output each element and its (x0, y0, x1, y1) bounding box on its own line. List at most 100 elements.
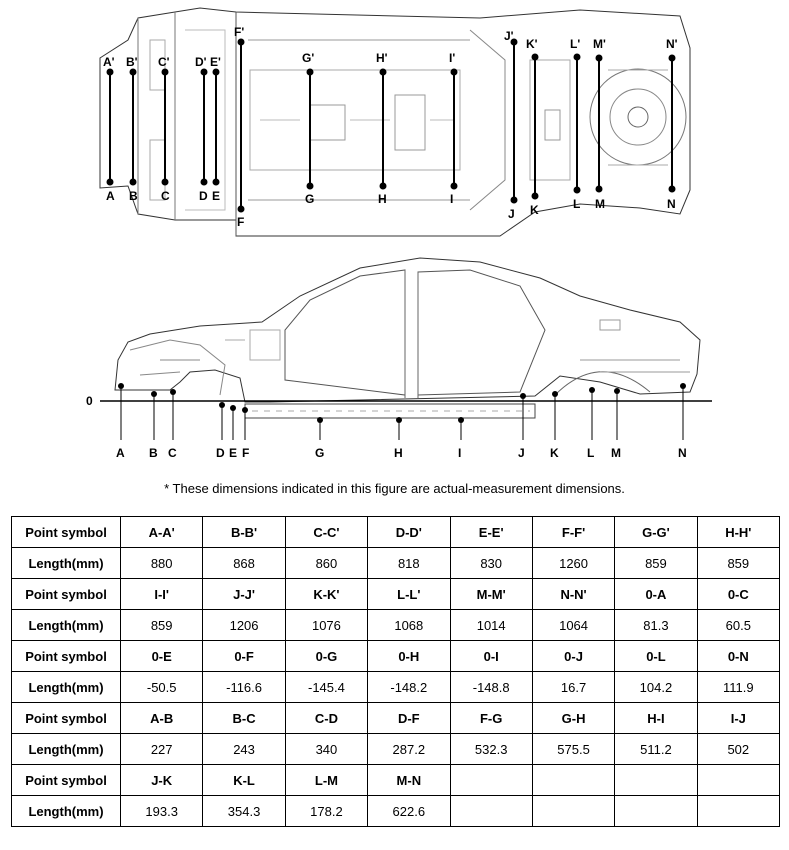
top-label-m: M (595, 197, 605, 211)
length-header: Length(mm) (11, 609, 121, 641)
table-cell: J-K (119, 764, 204, 796)
underbody-top-view-diagram: A' B' C' D' E' F' G' H' I' J' K' L' M' N… (99, 7, 691, 237)
table-cell: H-I (614, 702, 698, 734)
top-label-a: A (106, 189, 115, 203)
side-label-e: E (229, 446, 237, 460)
table-cell: 859 (696, 547, 781, 579)
length-header: Length(mm) (11, 795, 121, 827)
datum-zero-label: 0 (86, 394, 93, 408)
length-header: Length(mm) (11, 733, 121, 765)
table-row: Point symbol 0-E 0-F 0-G 0-H 0-I 0-J 0-L… (11, 640, 781, 672)
table-cell: L-L' (367, 578, 451, 610)
table-cell: F-F' (531, 516, 616, 548)
top-label-d-prime: D' (195, 55, 207, 69)
table-cell: C-D (284, 702, 369, 734)
table-cell: 1064 (531, 609, 616, 641)
top-label-j-prime: J' (504, 29, 514, 43)
side-label-k: K (550, 446, 559, 460)
length-header: Length(mm) (11, 671, 121, 703)
top-label-l-prime: L' (570, 37, 580, 51)
table-cell: C-C' (284, 516, 369, 548)
table-cell: 178.2 (284, 795, 369, 827)
table-cell: 287.2 (367, 733, 451, 765)
dimension-table: Point symbol A-A' B-B' C-C' D-D' E-E' F-… (11, 516, 781, 827)
point-symbol-header: Point symbol (11, 640, 121, 672)
top-label-f-prime: F' (234, 25, 244, 39)
top-label-c: C (161, 189, 170, 203)
table-cell: -148.2 (367, 671, 451, 703)
table-cell (696, 764, 781, 796)
point-symbol-header: Point symbol (11, 578, 121, 610)
table-cell: 859 (119, 609, 204, 641)
top-label-h: H (378, 192, 387, 206)
table-cell: -148.8 (449, 671, 533, 703)
top-label-e-prime: E' (210, 55, 221, 69)
top-label-k: K (530, 203, 539, 217)
table-cell: 868 (202, 547, 286, 579)
table-cell: 111.9 (696, 671, 781, 703)
table-cell: M-N (367, 764, 451, 796)
table-cell: L-M (284, 764, 369, 796)
table-cell: 0-E (119, 640, 204, 672)
top-label-g-prime: G' (302, 51, 314, 65)
table-cell (449, 764, 533, 796)
table-cell: 0-A (614, 578, 698, 610)
table-cell: 575.5 (531, 733, 616, 765)
top-label-h-prime: H' (376, 51, 388, 65)
top-label-b: B (129, 189, 138, 203)
side-label-d: D (216, 446, 225, 460)
table-cell: I-J (696, 702, 781, 734)
table-cell: 830 (449, 547, 533, 579)
side-label-n: N (678, 446, 687, 460)
table-row: Point symbol A-A' B-B' C-C' D-D' E-E' F-… (11, 516, 781, 548)
table-cell: A-A' (119, 516, 204, 548)
point-symbol-header: Point symbol (11, 516, 121, 548)
table-row: Length(mm) 880 868 860 818 830 1260 859 … (11, 547, 781, 579)
table-cell: 1260 (531, 547, 616, 579)
table-cell: B-B' (202, 516, 286, 548)
table-cell: 340 (284, 733, 369, 765)
side-label-h: H (394, 446, 403, 460)
side-label-i: I (458, 446, 461, 460)
table-cell: 227 (119, 733, 204, 765)
table-row: Point symbol A-B B-C C-D D-F F-G G-H H-I… (11, 702, 781, 734)
table-row: Length(mm) 859 1206 1076 1068 1014 1064 … (11, 609, 781, 641)
table-cell: 860 (284, 547, 369, 579)
top-label-l: L (573, 197, 580, 211)
table-cell: 818 (367, 547, 451, 579)
top-label-b-prime: B' (126, 55, 138, 69)
table-cell: 859 (614, 547, 698, 579)
table-cell: 1068 (367, 609, 451, 641)
table-cell: 0-G (284, 640, 369, 672)
top-label-i-prime: I' (449, 51, 455, 65)
top-label-j: J (508, 207, 515, 221)
top-label-n: N (667, 197, 676, 211)
top-label-d: D (199, 189, 208, 203)
side-label-c: C (168, 446, 177, 460)
table-cell: 1014 (449, 609, 533, 641)
table-cell: J-J' (202, 578, 286, 610)
side-label-a: A (116, 446, 125, 460)
table-cell: 511.2 (614, 733, 698, 765)
table-cell (696, 795, 781, 827)
length-header: Length(mm) (11, 547, 121, 579)
top-label-c-prime: C' (158, 55, 170, 69)
table-cell: 1076 (284, 609, 369, 641)
table-cell: H-H' (696, 516, 781, 548)
table-cell: I-I' (119, 578, 204, 610)
table-row: Point symbol I-I' J-J' K-K' L-L' M-M' N-… (11, 578, 781, 610)
table-row: Point symbol J-K K-L L-M M-N (11, 764, 781, 796)
top-label-i: I (450, 192, 453, 206)
table-cell: 104.2 (614, 671, 698, 703)
table-cell: 193.3 (119, 795, 204, 827)
table-cell (614, 795, 698, 827)
table-cell: -50.5 (119, 671, 204, 703)
side-label-j: J (518, 446, 525, 460)
table-cell: 81.3 (614, 609, 698, 641)
table-cell (614, 764, 698, 796)
top-label-a-prime: A' (103, 55, 115, 69)
top-label-f: F (237, 215, 244, 229)
table-cell: 0-F (202, 640, 286, 672)
table-cell (449, 795, 533, 827)
table-cell: 243 (202, 733, 286, 765)
